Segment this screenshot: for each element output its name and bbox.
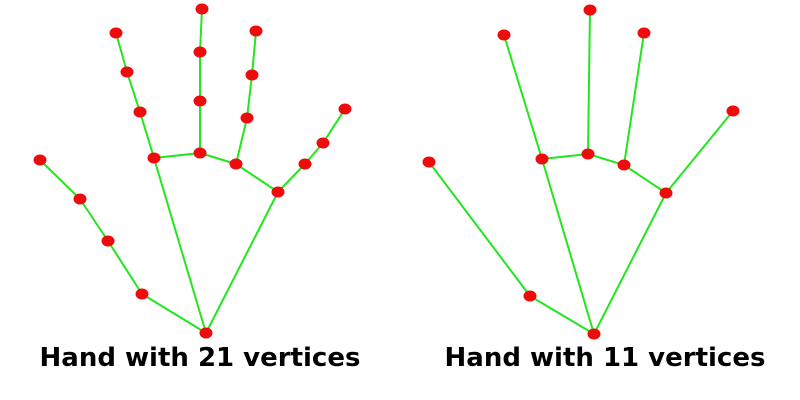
hand-21-edges [39, 8, 346, 334]
hand-11-edge-5-6 [587, 9, 591, 155]
hand-21-vertex-4 [33, 154, 47, 166]
hand-11-vertex-4 [497, 29, 511, 41]
hand-21-vertex-1 [135, 288, 149, 300]
hand-21-edge-0-5 [153, 157, 207, 334]
hand-21-vertices-diagram [33, 3, 352, 339]
hand-21-edge-2-3 [79, 198, 109, 242]
hand-21-vertex-14 [240, 112, 254, 124]
hand-21-vertex-9 [193, 147, 207, 159]
hand-11-edge-0-1 [529, 295, 595, 335]
hand-21-edge-3-4 [39, 159, 81, 200]
hand-21-edge-13-17 [235, 163, 279, 193]
hand-11-edge-0-3 [541, 158, 595, 335]
hand-21-vertex-11 [193, 46, 207, 58]
hand-11-vertex-2 [422, 156, 436, 168]
hand-21-edge-13-14 [235, 117, 248, 165]
hand-21-vertex-12 [195, 3, 209, 15]
hand-21-edge-5-6 [139, 111, 155, 159]
hand-11-vertex-1 [523, 290, 537, 302]
hand-11-vertex-9 [659, 187, 673, 199]
hand-21-edge-0-17 [205, 191, 279, 334]
hand-11-vertices [422, 4, 740, 340]
hand-21-edge-1-2 [107, 240, 143, 295]
hand-21-edge-19-20 [322, 108, 346, 144]
hand-11-edge-0-9 [593, 192, 667, 335]
hand-21-vertex-15 [245, 69, 259, 81]
hand-21-vertex-17 [271, 186, 285, 198]
hand-11-vertex-6 [583, 4, 597, 16]
caption-hand-11: Hand with 11 vertices [444, 343, 766, 373]
hand-21-vertex-10 [193, 95, 207, 107]
hand-21-vertex-8 [109, 27, 123, 39]
hand-21-edge-17-18 [277, 163, 306, 193]
hand-21-edge-5-9 [153, 152, 201, 159]
hand-11-vertex-5 [581, 148, 595, 160]
hand-21-edge-15-16 [251, 30, 257, 76]
hand-21-vertex-0 [199, 327, 213, 339]
hand-21-vertex-16 [249, 25, 263, 37]
hand-21-edge-0-1 [141, 293, 207, 334]
hand-21-vertex-6 [133, 106, 147, 118]
caption-hand-21: Hand with 21 vertices [39, 343, 361, 373]
hand-21-vertex-19 [316, 137, 330, 149]
hand-21-vertices [33, 3, 352, 339]
hand-21-vertex-5 [147, 152, 161, 164]
hand-21-edge-7-8 [115, 32, 128, 73]
hand-11-edge-3-4 [503, 34, 543, 160]
hand-21-edge-14-15 [246, 74, 253, 119]
hand-21-vertex-3 [73, 193, 87, 205]
hand-21-vertex-20 [338, 103, 352, 115]
hand-11-vertex-10 [726, 105, 740, 117]
hand-11-edge-3-5 [541, 153, 589, 160]
hand-11-edge-7-8 [623, 32, 645, 166]
hand-21-edge-11-12 [199, 8, 203, 53]
hand-11-vertex-3 [535, 153, 549, 165]
hand-11-vertices-diagram [422, 4, 740, 340]
hand-11-edge-9-10 [665, 110, 734, 194]
hand-21-vertex-13 [229, 158, 243, 170]
hand-11-vertex-0 [587, 328, 601, 340]
hand-11-edges [428, 9, 734, 335]
hand-21-vertex-18 [298, 158, 312, 170]
hand-21-edge-6-7 [126, 71, 141, 113]
hand-11-vertex-8 [637, 27, 651, 39]
hand-11-vertex-7 [617, 159, 631, 171]
hand-11-edge-1-2 [428, 161, 531, 297]
hand-21-vertex-7 [120, 66, 134, 78]
hand-11-edge-7-9 [623, 164, 667, 194]
hand-21-vertex-2 [101, 235, 115, 247]
